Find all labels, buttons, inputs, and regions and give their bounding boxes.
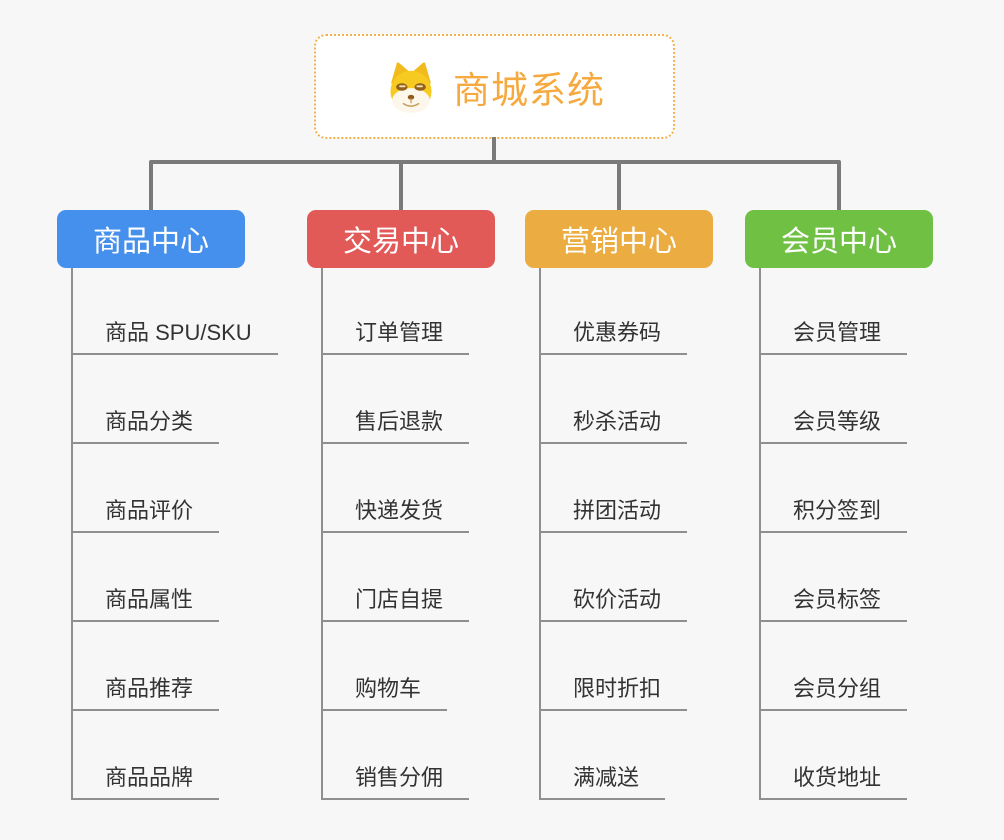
branch-spine [321, 268, 323, 800]
connector-drop-products [149, 162, 153, 210]
node-item[interactable]: 销售分佣 [322, 763, 470, 800]
node-item[interactable]: 商品属性 [72, 585, 220, 622]
node-item[interactable]: 商品 SPU/SKU [72, 318, 278, 355]
node-item[interactable]: 商品评价 [72, 496, 220, 533]
node-item[interactable]: 会员标签 [760, 585, 908, 622]
node-item[interactable]: 售后退款 [322, 407, 470, 444]
branch-spine [539, 268, 541, 800]
node-item[interactable]: 优惠券码 [540, 318, 688, 355]
connector-root-drop [492, 137, 496, 162]
node-item[interactable]: 快递发货 [322, 496, 470, 533]
root-title: 商城系统 [453, 69, 605, 111]
node-item[interactable]: 会员分组 [760, 674, 908, 711]
branch-header-member-center[interactable]: 会员中心 [745, 210, 933, 268]
node-item[interactable]: 购物车 [322, 674, 448, 711]
node-item[interactable]: 收货地址 [760, 763, 908, 800]
node-item[interactable]: 满减送 [540, 763, 666, 800]
node-item[interactable]: 限时折扣 [540, 674, 688, 711]
node-item[interactable]: 订单管理 [322, 318, 470, 355]
node-item[interactable]: 商品品牌 [72, 763, 220, 800]
doge-face-icon [390, 61, 432, 113]
connector-drop-members [837, 162, 841, 210]
branch-spine [759, 268, 761, 800]
node-item[interactable]: 拼团活动 [540, 496, 688, 533]
connector-bus [149, 160, 841, 164]
node-item[interactable]: 商品分类 [72, 407, 220, 444]
node-item[interactable]: 砍价活动 [540, 585, 688, 622]
node-item[interactable]: 积分签到 [760, 496, 908, 533]
branch-spine [71, 268, 73, 800]
branch-header-product-center[interactable]: 商品中心 [57, 210, 245, 268]
branch-header-marketing-center[interactable]: 营销中心 [525, 210, 713, 268]
node-item[interactable]: 会员管理 [760, 318, 908, 355]
node-item[interactable]: 门店自提 [322, 585, 470, 622]
node-item[interactable]: 秒杀活动 [540, 407, 688, 444]
branch-header-trade-center[interactable]: 交易中心 [307, 210, 495, 268]
connector-drop-marketing [617, 162, 621, 210]
connector-drop-trade [399, 162, 403, 210]
node-item[interactable]: 商品推荐 [72, 674, 220, 711]
root-node[interactable]: 商城系统 [314, 34, 675, 139]
node-item[interactable]: 会员等级 [760, 407, 908, 444]
